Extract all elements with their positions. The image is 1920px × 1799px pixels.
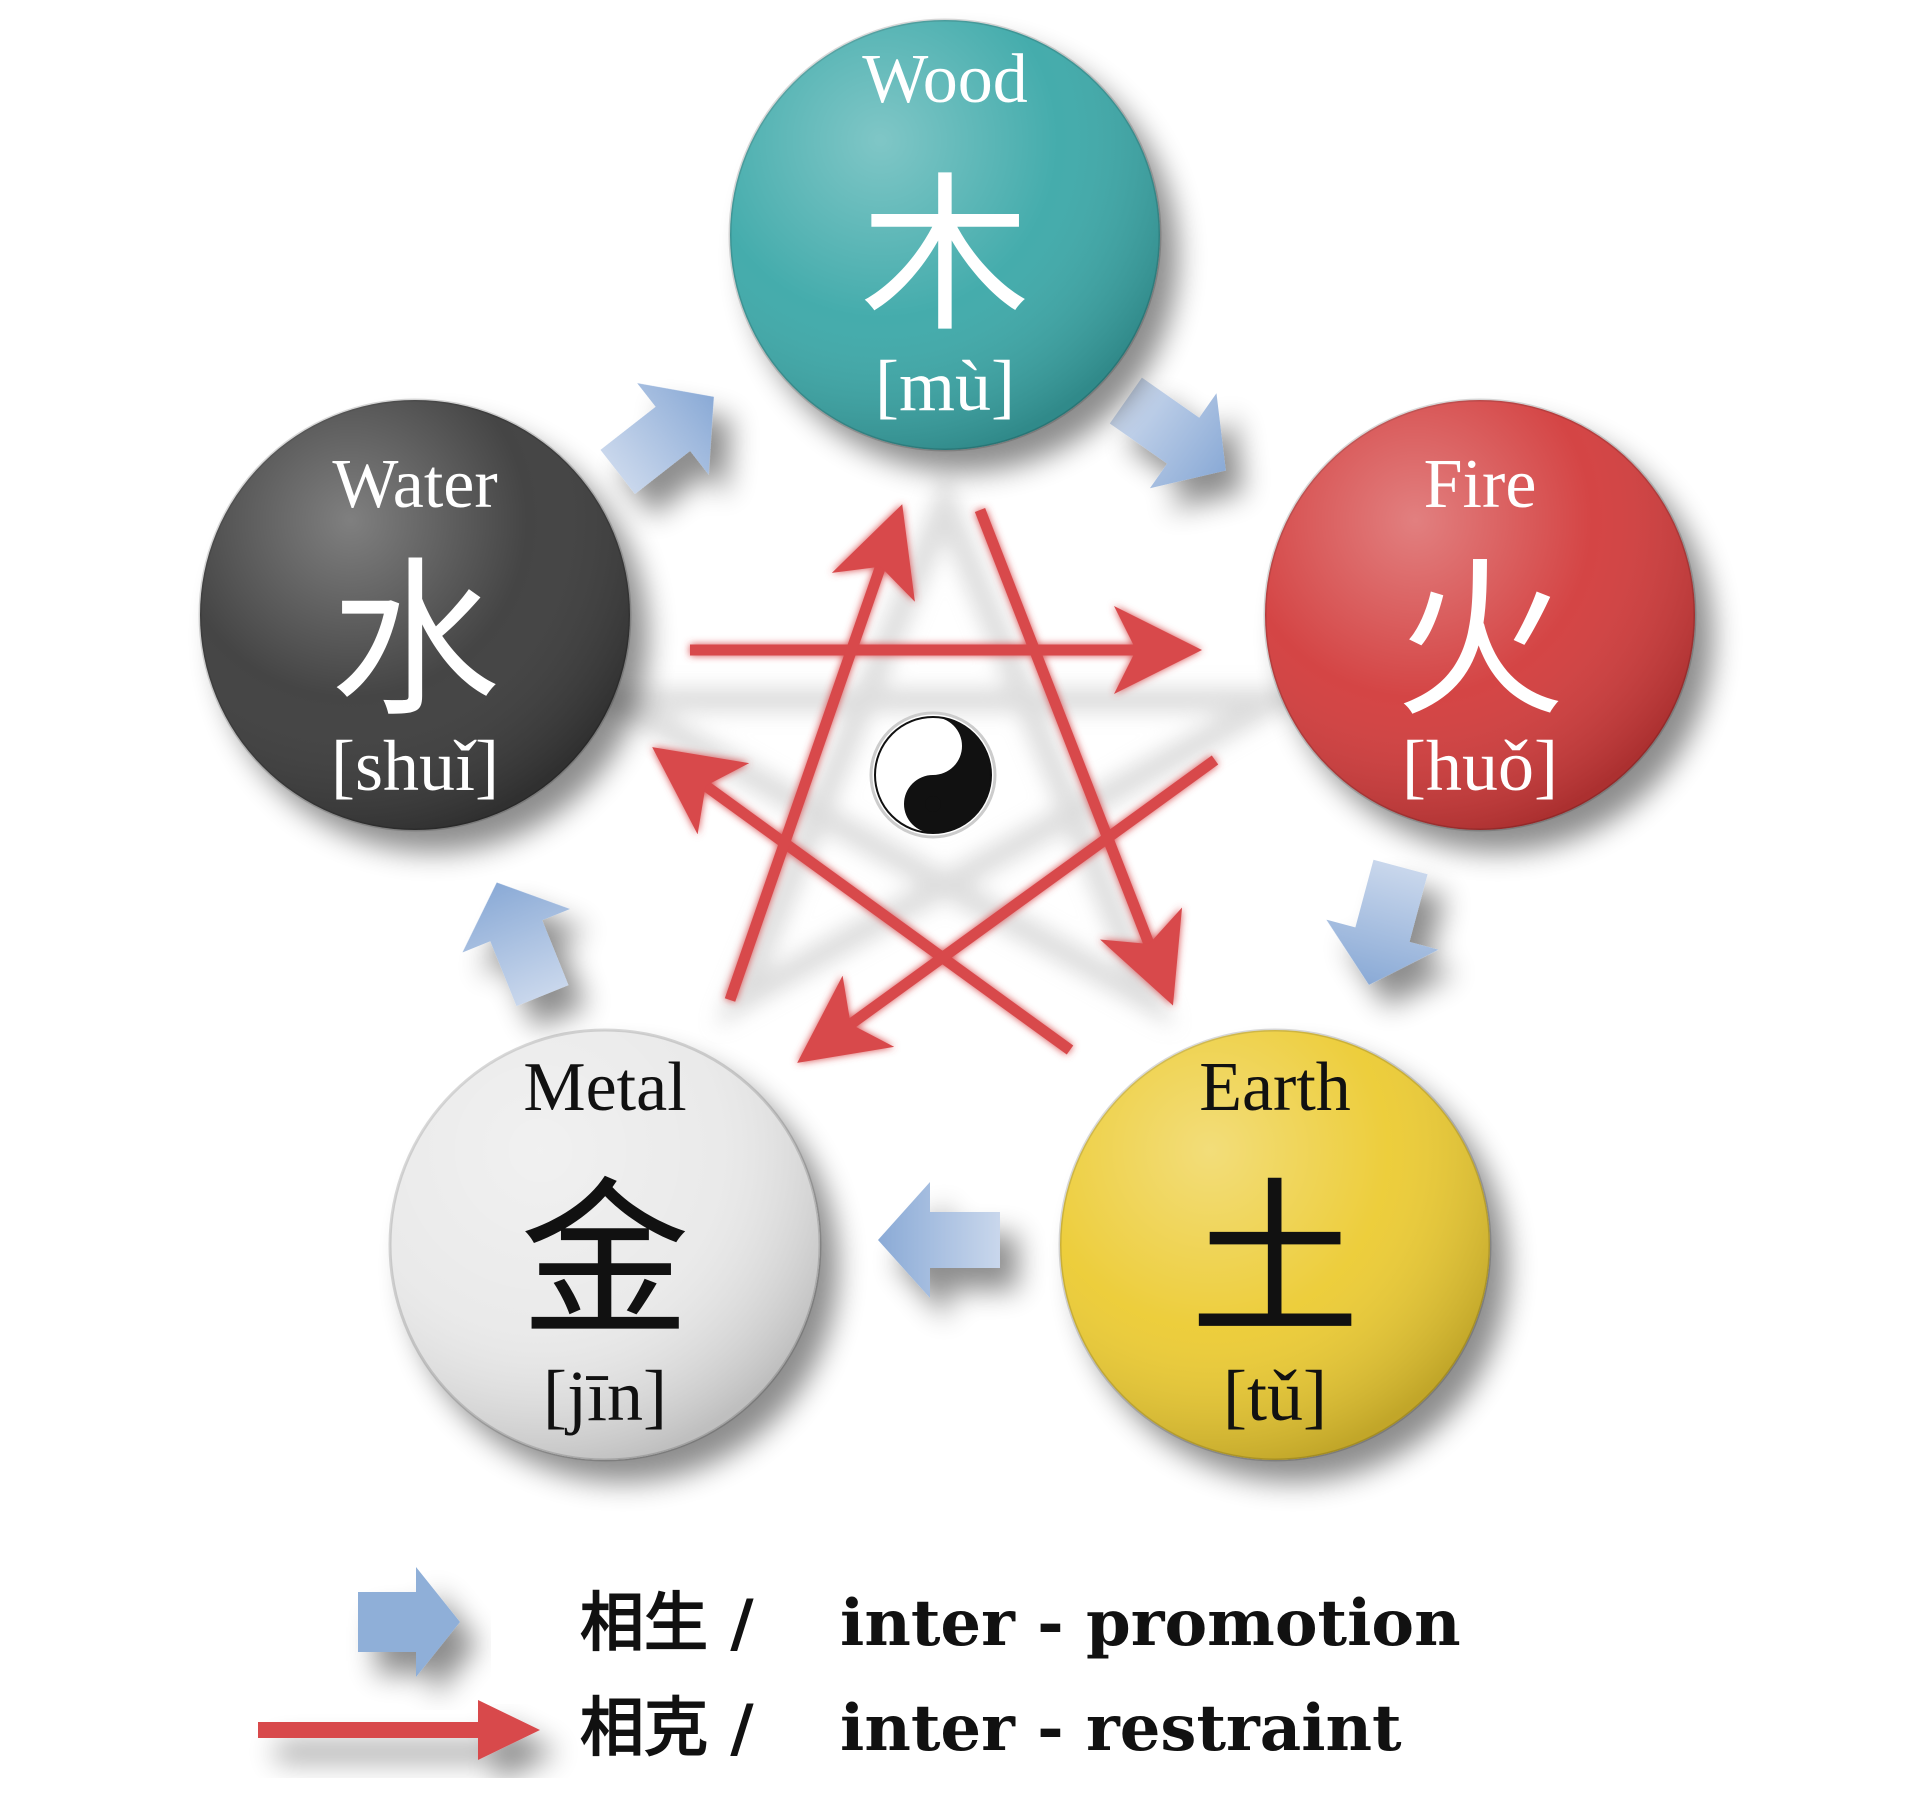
element-metal: Metal 金 [jīn] [388, 1028, 822, 1462]
legend: 相生 / inter - promotion 相克 / inter - rest… [258, 1567, 1461, 1766]
element-character: 土 [1190, 1163, 1360, 1361]
element-character: 木 [860, 158, 1030, 356]
element-earth: Earth 土 [tǔ] [1058, 1028, 1492, 1462]
element-character: 金 [520, 1163, 690, 1361]
promotion-arrow-earth-metal [878, 1182, 1000, 1298]
legend-promotion: 相生 / inter - promotion [358, 1567, 1461, 1677]
element-name: Wood [862, 41, 1027, 118]
element-pinyin: [shuǐ] [331, 726, 499, 806]
yin-yang-icon [869, 711, 997, 839]
element-character: 水 [330, 543, 500, 741]
element-wood: Wood 木 [mù] [728, 18, 1162, 452]
restraint-arrow-fire-metal [797, 755, 1219, 1063]
legend-restraint-en: inter - restraint [840, 1691, 1402, 1766]
restraint-arrow-metal-wood [724, 504, 915, 1002]
element-circles: Wood 木 [mù] Fire 火 [huǒ] Earth 土 [tǔ] [198, 18, 1697, 1462]
element-fire: Fire 火 [huǒ] [1263, 398, 1697, 832]
legend-restraint: 相克 / inter - restraint [258, 1691, 1402, 1766]
restraint-arrow-earth-water [652, 747, 1074, 1055]
promotion-arrows [462, 377, 1439, 1298]
element-character: 火 [1395, 543, 1565, 741]
legend-promotion-cn: 相生 / [580, 1586, 754, 1661]
legend-restraint-cn: 相克 / [580, 1691, 754, 1766]
element-pinyin: [huǒ] [1402, 726, 1558, 806]
element-name: Earth [1199, 1049, 1351, 1126]
legend-promotion-en: inter - promotion [840, 1586, 1461, 1661]
element-name: Fire [1424, 446, 1537, 523]
element-name: Metal [523, 1049, 686, 1126]
element-pinyin: [jīn] [543, 1356, 667, 1436]
element-water: Water 水 [shuǐ] [198, 398, 632, 832]
element-pinyin: [tǔ] [1223, 1356, 1327, 1436]
promotion-arrow-metal-water [462, 882, 571, 1007]
red-arrow-icon [258, 1700, 540, 1760]
promotion-arrow-wood-fire [1109, 377, 1226, 489]
restraint-arrows [652, 504, 1219, 1063]
block-arrow-icon [358, 1567, 460, 1677]
element-name: Water [332, 446, 497, 523]
restraint-arrow-wood-earth [974, 508, 1183, 1006]
promotion-arrow-water-wood [600, 383, 714, 495]
element-pinyin: [mù] [875, 346, 1015, 426]
promotion-arrow-fire-earth [1326, 859, 1439, 985]
